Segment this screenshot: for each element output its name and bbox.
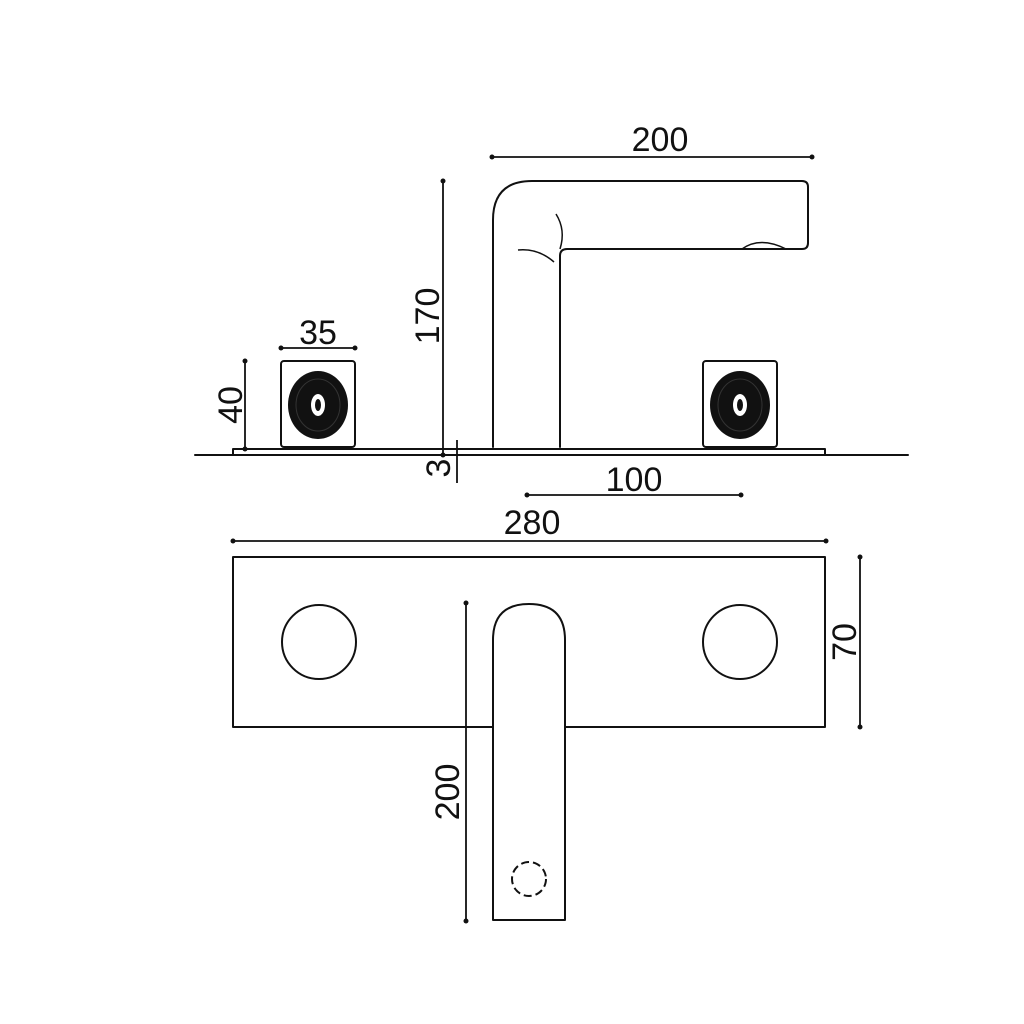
spout-elevation [492,180,809,448]
plan-view [232,556,826,921]
right-handle-plan [702,604,778,680]
left-handle-ring [295,378,341,432]
front-elevation-view [194,180,909,456]
dimension-labels: 200 170 35 40 3 100 280 70 200 [212,121,864,820]
right-handle-pin [737,399,743,411]
left-handle-elevation [280,360,356,448]
right-handle-body [702,360,778,448]
dimension-lines [230,154,863,924]
aerator-plan [511,861,547,897]
left-handle-body [280,360,356,448]
label-plate-length: 280 [504,504,561,542]
base-plate-elevation [232,448,826,456]
spout-bend-line [555,213,563,250]
label-handle-height: 40 [212,386,250,424]
right-handle-elevation [702,360,778,448]
label-plate-depth: 70 [826,623,864,661]
label-handle-width: 35 [299,314,337,352]
left-handle-pin [315,399,321,411]
label-plate-thickness: 3 [420,459,458,478]
label-spout-projection: 200 [429,764,467,821]
spout-outline [492,180,809,448]
spout-inner-curve [517,249,555,263]
left-handle-plan [281,604,357,680]
spout-plan [492,603,566,921]
label-spout-length: 200 [632,121,689,159]
label-spout-height: 170 [409,288,447,345]
aerator-outline [741,241,787,250]
right-handle-ring [717,378,763,432]
label-handle-offset: 100 [606,461,663,499]
